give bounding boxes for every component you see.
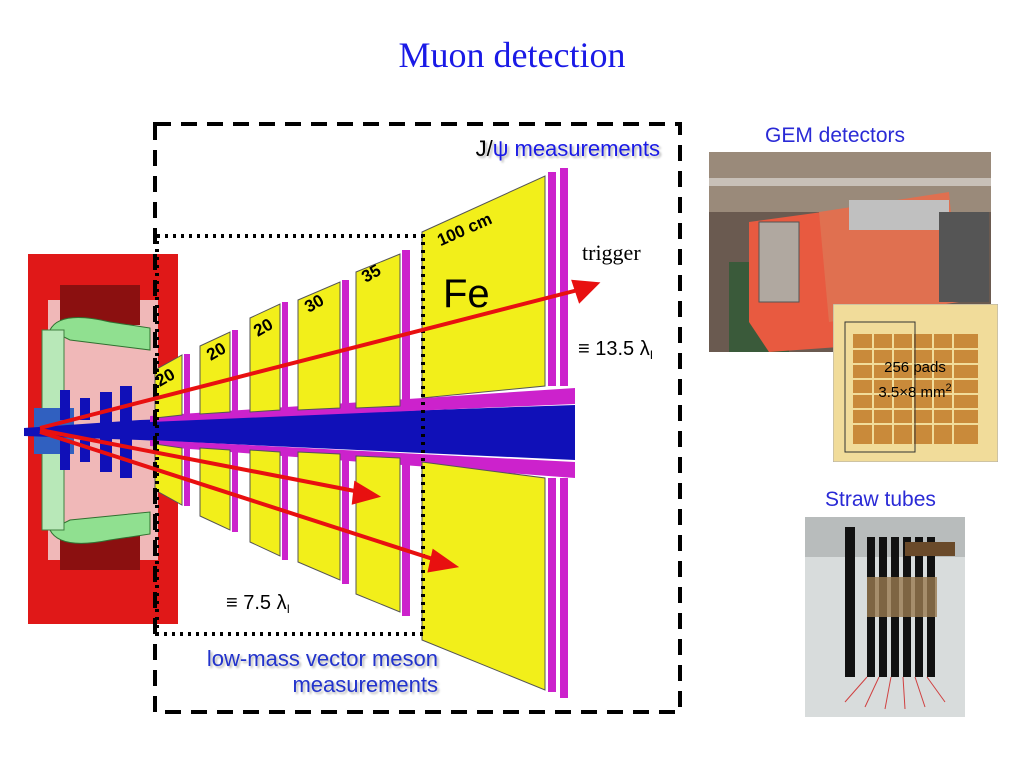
gem-pads-board bbox=[833, 304, 998, 462]
low-mass-line-1: low-mass vector meson bbox=[206, 646, 438, 671]
absorber-6-top bbox=[421, 175, 546, 399]
absorber-5-top bbox=[355, 253, 401, 409]
chamber-4-bottom bbox=[342, 454, 349, 584]
lambda-13-5-sub: I bbox=[649, 348, 654, 362]
fe-label: Fe bbox=[443, 272, 490, 316]
lambda-7-5-sub: I bbox=[286, 602, 290, 616]
muon-tracks bbox=[39, 279, 601, 573]
pads-label: 256 pads 3.5×8 mm2 bbox=[850, 358, 980, 403]
straw-tubes-title: Straw tubes bbox=[825, 488, 936, 511]
arrow-head-3 bbox=[427, 548, 460, 573]
arrow-head-2 bbox=[351, 480, 382, 505]
absorber-stations bbox=[154, 168, 568, 698]
muon-track-3 bbox=[39, 430, 437, 562]
slide-title: Muon detection bbox=[398, 35, 626, 75]
beam-pipe bbox=[24, 405, 575, 460]
vertex-block-2 bbox=[80, 398, 90, 420]
absorber-6-bottom bbox=[421, 461, 546, 691]
pads-line-2: 3.5×8 mm2 bbox=[850, 378, 980, 403]
jpsi-measurements-label: J/ψ measurements bbox=[420, 136, 660, 162]
muon-track-trigger bbox=[39, 288, 579, 430]
lambda-7-5-label: ≡ 7.5 λI bbox=[226, 592, 290, 616]
straw-tubes-photo bbox=[805, 517, 965, 717]
chamber-1-top bbox=[184, 354, 190, 416]
absorber-2-top bbox=[199, 331, 231, 415]
muon-track-2 bbox=[39, 428, 361, 494]
arrow-head-trigger bbox=[571, 279, 601, 304]
chamber-2-top bbox=[232, 330, 238, 412]
chamber-3-bottom bbox=[282, 452, 288, 560]
chamber-5-bottom bbox=[402, 458, 410, 616]
chamber-5-top bbox=[402, 250, 410, 406]
pads-size-text: 3.5×8 mm bbox=[878, 384, 946, 401]
chamber-3-top bbox=[282, 302, 288, 410]
chamber-1-bottom bbox=[184, 446, 190, 506]
pads-size-sup: 2 bbox=[945, 382, 952, 394]
low-mass-region-box bbox=[155, 234, 425, 636]
gem-detectors-title: GEM detectors bbox=[765, 124, 906, 147]
coil-green-top bbox=[49, 317, 151, 351]
jpsi-psi: ψ bbox=[492, 136, 509, 161]
pads-line-1: 256 pads bbox=[884, 359, 946, 376]
vertex-block-6 bbox=[120, 386, 132, 478]
low-mass-line-2: measurements bbox=[292, 672, 438, 697]
coil-green-bottom bbox=[49, 511, 151, 544]
lambda-13-5-label: ≡ 13.5 λI bbox=[578, 338, 653, 362]
absorber-3-top bbox=[249, 303, 281, 413]
lambda-7-5-text: ≡ 7.5 λ bbox=[226, 592, 287, 614]
absorber-5-bottom bbox=[355, 455, 401, 613]
chamber-4-top bbox=[342, 280, 349, 408]
chamber-7-bottom bbox=[560, 478, 568, 698]
chamber-7-top bbox=[560, 168, 568, 386]
vertex-block-1 bbox=[60, 390, 70, 420]
vertex-block-4 bbox=[80, 440, 90, 462]
lambda-13-5-text: ≡ 13.5 λ bbox=[578, 338, 650, 360]
vertex-block-5 bbox=[100, 392, 112, 472]
chamber-6-top bbox=[548, 172, 556, 386]
absorber-4-top bbox=[297, 281, 341, 411]
jpsi-suffix: measurements bbox=[508, 136, 660, 161]
chamber-2-bottom bbox=[232, 450, 238, 532]
low-mass-label: low-mass vector meson measurements bbox=[150, 646, 438, 698]
chamber-6-bottom bbox=[548, 478, 556, 692]
trigger-label: trigger bbox=[582, 240, 641, 265]
jpsi-prefix: J/ bbox=[475, 136, 493, 161]
vertex-block-3 bbox=[60, 440, 70, 470]
